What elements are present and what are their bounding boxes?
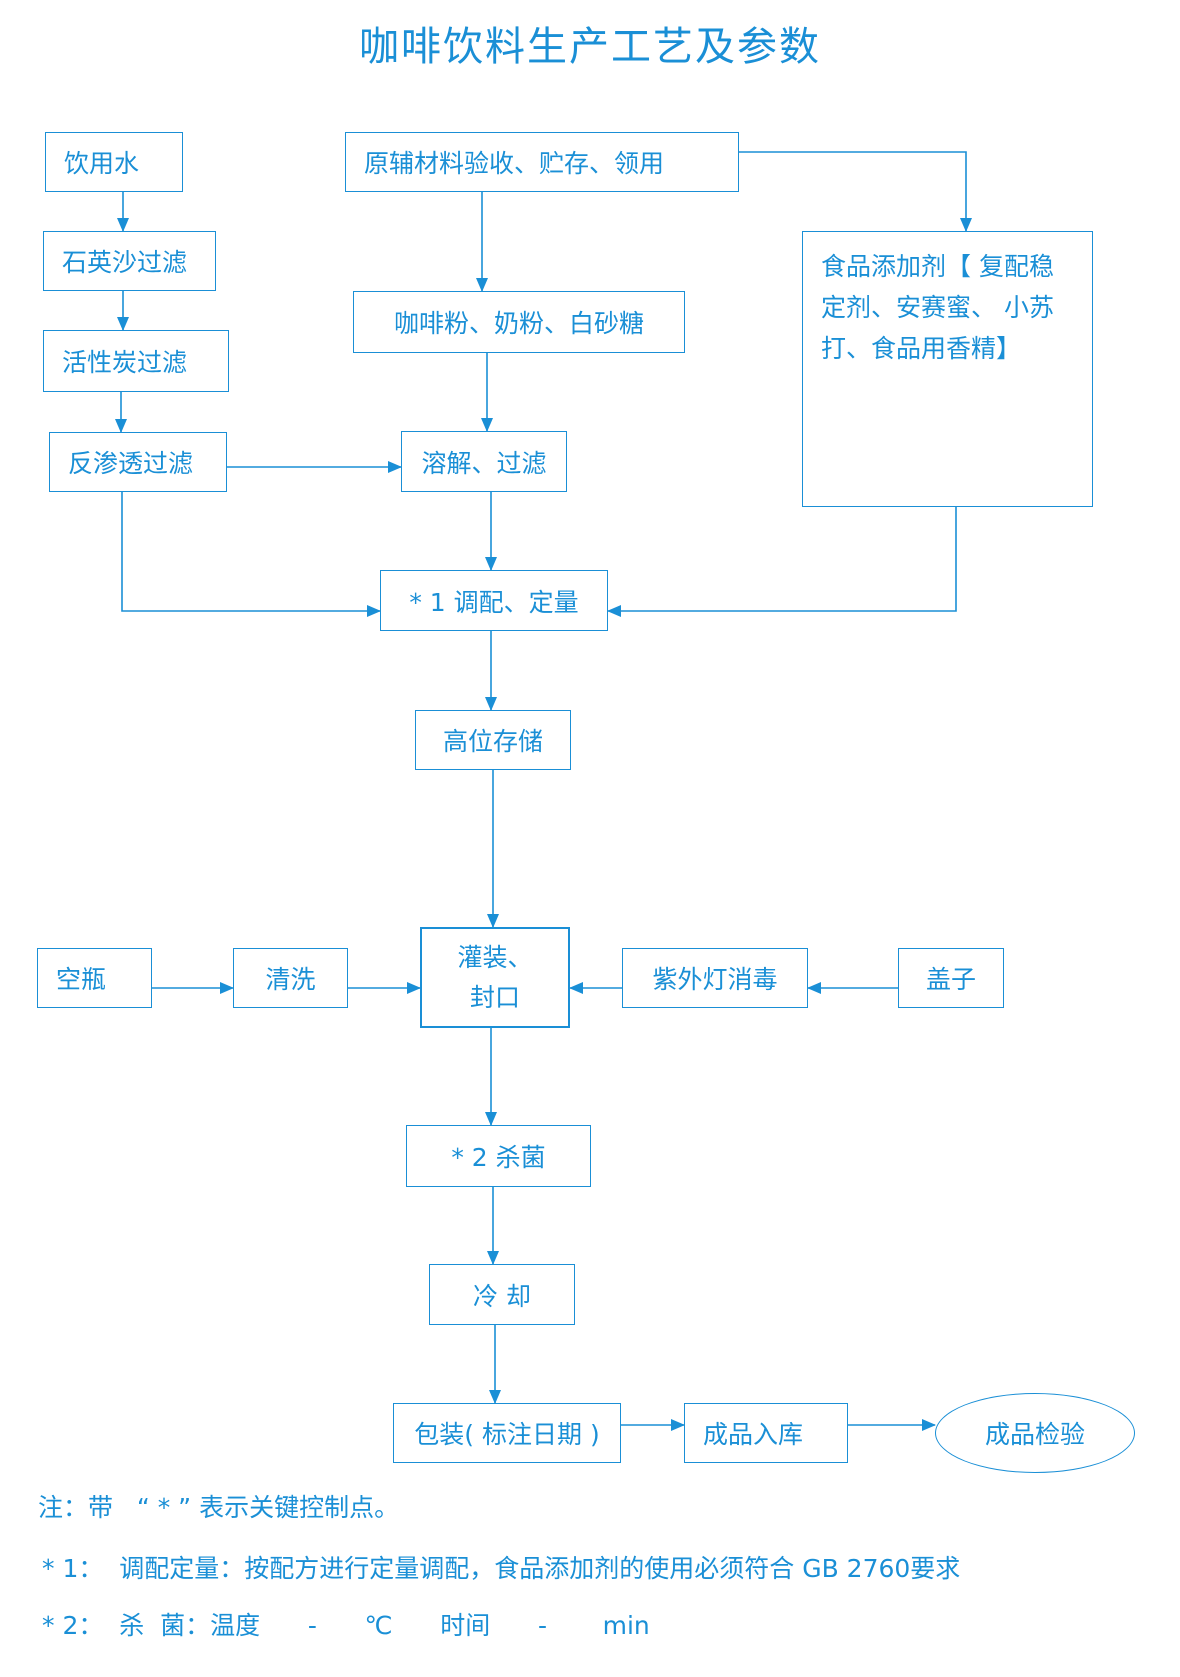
node-final-inspection: 成品检验	[935, 1393, 1135, 1473]
node-high-storage-label: 高位存储	[442, 727, 543, 756]
node-quartz-filter-label: 石英沙过滤	[62, 248, 188, 277]
node-caps: 盖子	[898, 948, 1004, 1008]
node-mix-quantify: * 1 调配、定量	[380, 570, 608, 631]
node-ro-filter-label: 反渗透过滤	[68, 449, 194, 478]
node-dissolve-filter: 溶解、过滤	[401, 431, 567, 492]
node-raw-materials-label: 原辅材料验收、贮存、领用	[364, 149, 665, 178]
node-wash: 清洗	[233, 948, 348, 1008]
node-carbon-filter: 活性炭过滤	[43, 330, 229, 392]
node-fill-seal-line1: 灌装、	[457, 942, 533, 972]
node-fill-seal-line2: 封口	[469, 982, 520, 1012]
arrow-additives-mix	[607, 507, 957, 617]
node-drinking-water: 饮用水	[45, 132, 183, 192]
note-sterilize-control: * 2： 杀 菌：温度 - ℃ 时间 - min	[42, 1611, 650, 1640]
node-cool-label: 冷 却	[473, 1281, 531, 1311]
node-sterilize-label: * 2 杀菌	[451, 1143, 546, 1172]
node-uv-disinfect-label: 紫外灯消毒	[652, 965, 778, 994]
note-mix-control: * 1： 调配定量：按配方进行定量调配，食品添加剂的使用必须符合 GB 2760…	[42, 1554, 961, 1583]
node-dissolve-filter-label: 溶解、过滤	[421, 448, 547, 478]
node-fill-seal: 灌装、 封口	[420, 927, 570, 1028]
arrow-ro-mix	[121, 492, 381, 617]
node-cool: 冷 却	[429, 1264, 575, 1325]
node-sterilize: * 2 杀菌	[406, 1125, 591, 1187]
node-carbon-filter-label: 活性炭过滤	[62, 348, 188, 377]
node-high-storage: 高位存储	[415, 710, 571, 770]
node-quartz-filter: 石英沙过滤	[43, 231, 216, 291]
node-packaging: 包装( 标注日期 )	[393, 1403, 621, 1463]
note-legend: 注：带 “ * ” 表示关键控制点。	[38, 1493, 400, 1522]
node-raw-materials: 原辅材料验收、贮存、领用	[345, 132, 739, 192]
node-empty-bottle: 空瓶	[37, 948, 152, 1008]
node-food-additives: 食品添加剂【 复配稳定剂、安赛蜜、 小苏打、食品用香精】	[802, 231, 1093, 507]
node-coffee-milk-sugar: 咖啡粉、奶粉、白砂糖	[353, 291, 685, 353]
page-title: 咖啡饮料生产工艺及参数	[359, 24, 821, 70]
node-wash-label: 清洗	[265, 965, 316, 994]
node-food-additives-label: 食品添加剂【 复配稳定剂、安赛蜜、 小苏打、食品用香精】	[821, 252, 1054, 363]
node-drinking-water-label: 饮用水	[64, 149, 140, 178]
node-mix-quantify-label: * 1 调配、定量	[409, 587, 579, 617]
arrow-raw-additives	[739, 151, 972, 232]
node-packaging-label: 包装( 标注日期 )	[414, 1420, 600, 1449]
node-caps-label: 盖子	[925, 965, 976, 994]
node-empty-bottle-label: 空瓶	[56, 965, 107, 994]
node-warehouse-label: 成品入库	[703, 1420, 804, 1449]
node-final-inspection-label: 成品检验	[984, 1420, 1085, 1449]
node-warehouse: 成品入库	[684, 1403, 848, 1463]
node-uv-disinfect: 紫外灯消毒	[622, 948, 808, 1008]
node-coffee-milk-sugar-label: 咖啡粉、奶粉、白砂糖	[393, 309, 644, 338]
node-ro-filter: 反渗透过滤	[49, 432, 227, 492]
